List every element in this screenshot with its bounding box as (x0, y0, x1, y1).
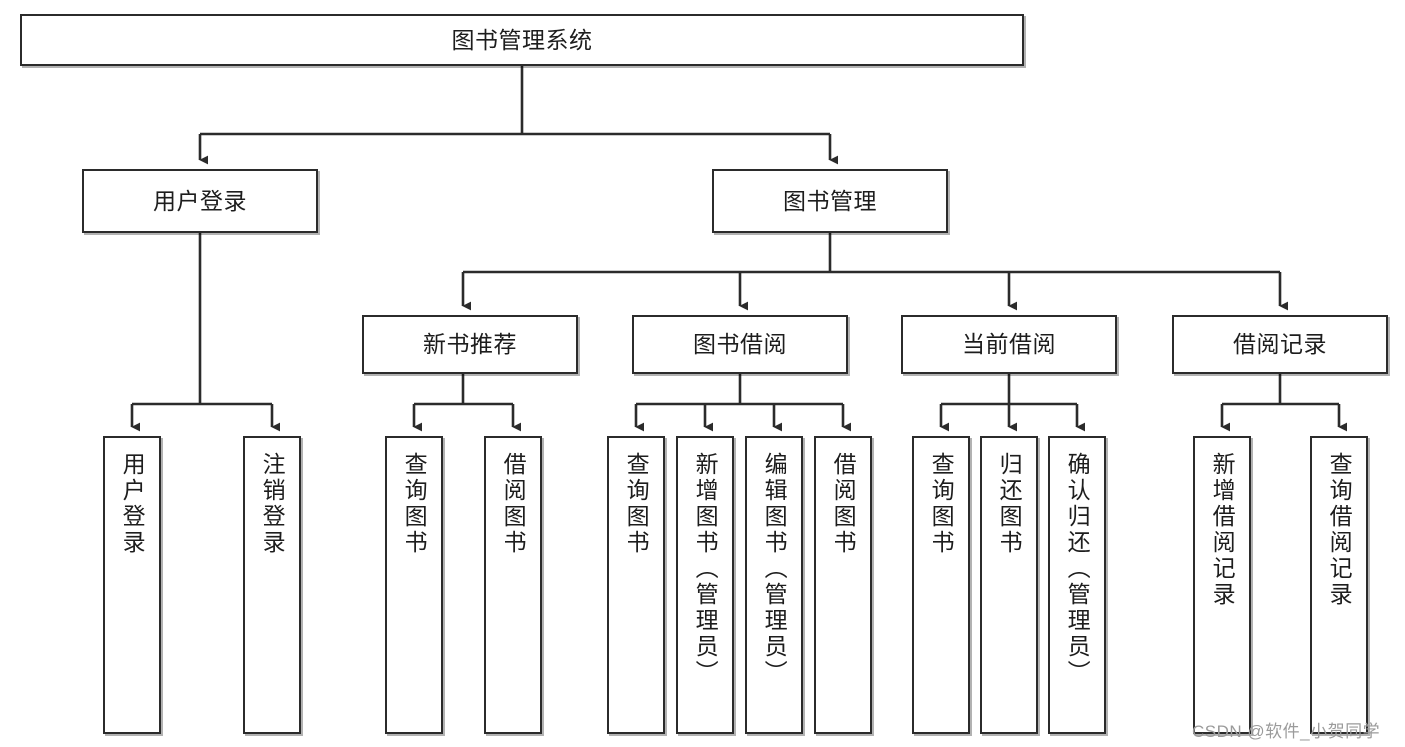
node-leaf-query-book-current[interactable]: 查询图书 (912, 436, 970, 734)
node-current-borrow[interactable]: 当前借阅 (901, 315, 1117, 374)
node-leaf-query-borrow-record[interactable]: 查询借阅记录 (1310, 436, 1368, 734)
node-new-book-recommend[interactable]: 新书推荐 (362, 315, 578, 374)
node-label: 确认归还（管理员） (1064, 452, 1091, 686)
node-label: 注销登录 (259, 452, 286, 556)
node-leaf-logout[interactable]: 注销登录 (243, 436, 301, 734)
csdn-watermark: CSDN @软件_小贺同学 (1192, 722, 1381, 741)
node-borrow-record[interactable]: 借阅记录 (1172, 315, 1388, 374)
node-label: 查询图书 (623, 452, 650, 556)
node-leaf-edit-book-admin[interactable]: 编辑图书（管理员） (745, 436, 803, 734)
node-leaf-return-book[interactable]: 归还图书 (980, 436, 1038, 734)
node-leaf-borrow-book[interactable]: 借阅图书 (814, 436, 872, 734)
node-label: 用户登录 (119, 452, 146, 556)
node-label: 归还图书 (996, 452, 1023, 556)
node-leaf-borrow-book-recommend[interactable]: 借阅图书 (484, 436, 542, 734)
node-leaf-query-book-borrow[interactable]: 查询图书 (607, 436, 665, 734)
node-label: 图书管理 (783, 187, 877, 214)
node-label: 查询图书 (401, 452, 428, 556)
node-label: 借阅记录 (1233, 331, 1327, 358)
node-root-book-management-system[interactable]: 图书管理系统 (20, 14, 1024, 66)
node-leaf-query-book-recommend[interactable]: 查询图书 (385, 436, 443, 734)
node-book-management[interactable]: 图书管理 (712, 169, 948, 233)
node-label: 新书推荐 (423, 331, 517, 358)
node-label: 借阅图书 (500, 452, 527, 556)
node-label: 图书管理系统 (451, 26, 593, 53)
node-label: 借阅图书 (830, 452, 857, 556)
node-book-borrow[interactable]: 图书借阅 (632, 315, 848, 374)
node-label: 图书借阅 (693, 331, 787, 358)
node-label: 新增借阅记录 (1209, 452, 1236, 608)
node-label: 查询借阅记录 (1326, 452, 1353, 608)
node-label: 用户登录 (153, 187, 247, 214)
node-leaf-add-book-admin[interactable]: 新增图书（管理员） (676, 436, 734, 734)
node-label: 新增图书（管理员） (692, 452, 719, 686)
node-label: 当前借阅 (962, 331, 1056, 358)
node-user-login[interactable]: 用户登录 (82, 169, 318, 233)
node-label: 查询图书 (928, 452, 955, 556)
node-leaf-add-borrow-record[interactable]: 新增借阅记录 (1193, 436, 1251, 734)
node-leaf-user-login[interactable]: 用户登录 (103, 436, 161, 734)
node-leaf-confirm-return-admin[interactable]: 确认归还（管理员） (1048, 436, 1106, 734)
node-label: 编辑图书（管理员） (761, 452, 788, 686)
